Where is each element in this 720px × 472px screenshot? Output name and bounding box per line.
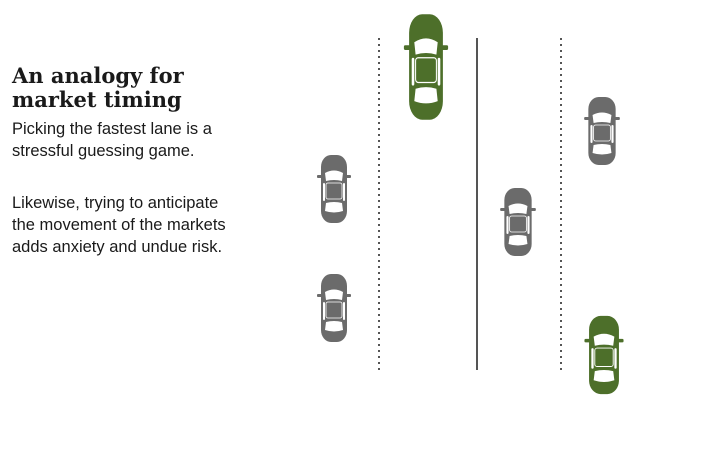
paragraph-1-line-2: stressful guessing game. — [12, 142, 195, 160]
paragraph-market-timing: Likewise, trying to anticipate the movem… — [12, 192, 272, 258]
paragraph-lane-choice: Picking the fastest lane is a stressful … — [12, 118, 272, 162]
car-icon-grey-right — [584, 97, 620, 165]
car-icon-grey-left-upper — [317, 155, 351, 223]
text-block: An analogy for market timing Picking the… — [12, 64, 272, 258]
paragraph-2-line-1: Likewise, trying to anticipate — [12, 194, 219, 212]
headline-line-1: An analogy for — [12, 63, 184, 88]
car-icon-green-top — [403, 14, 449, 120]
paragraph-2-line-2: the movement of the markets — [12, 216, 226, 234]
paragraph-2-line-3: adds anxiety and undue risk. — [12, 238, 223, 256]
paragraph-1-line-1: Picking the fastest lane is a — [12, 120, 212, 138]
headline-line-2: market timing — [12, 87, 182, 112]
car-icon-grey-left-lower — [317, 274, 351, 342]
car-icon-green-bottom — [584, 315, 624, 395]
car-icon-grey-middle — [500, 188, 536, 256]
headline: An analogy for market timing — [12, 64, 272, 112]
